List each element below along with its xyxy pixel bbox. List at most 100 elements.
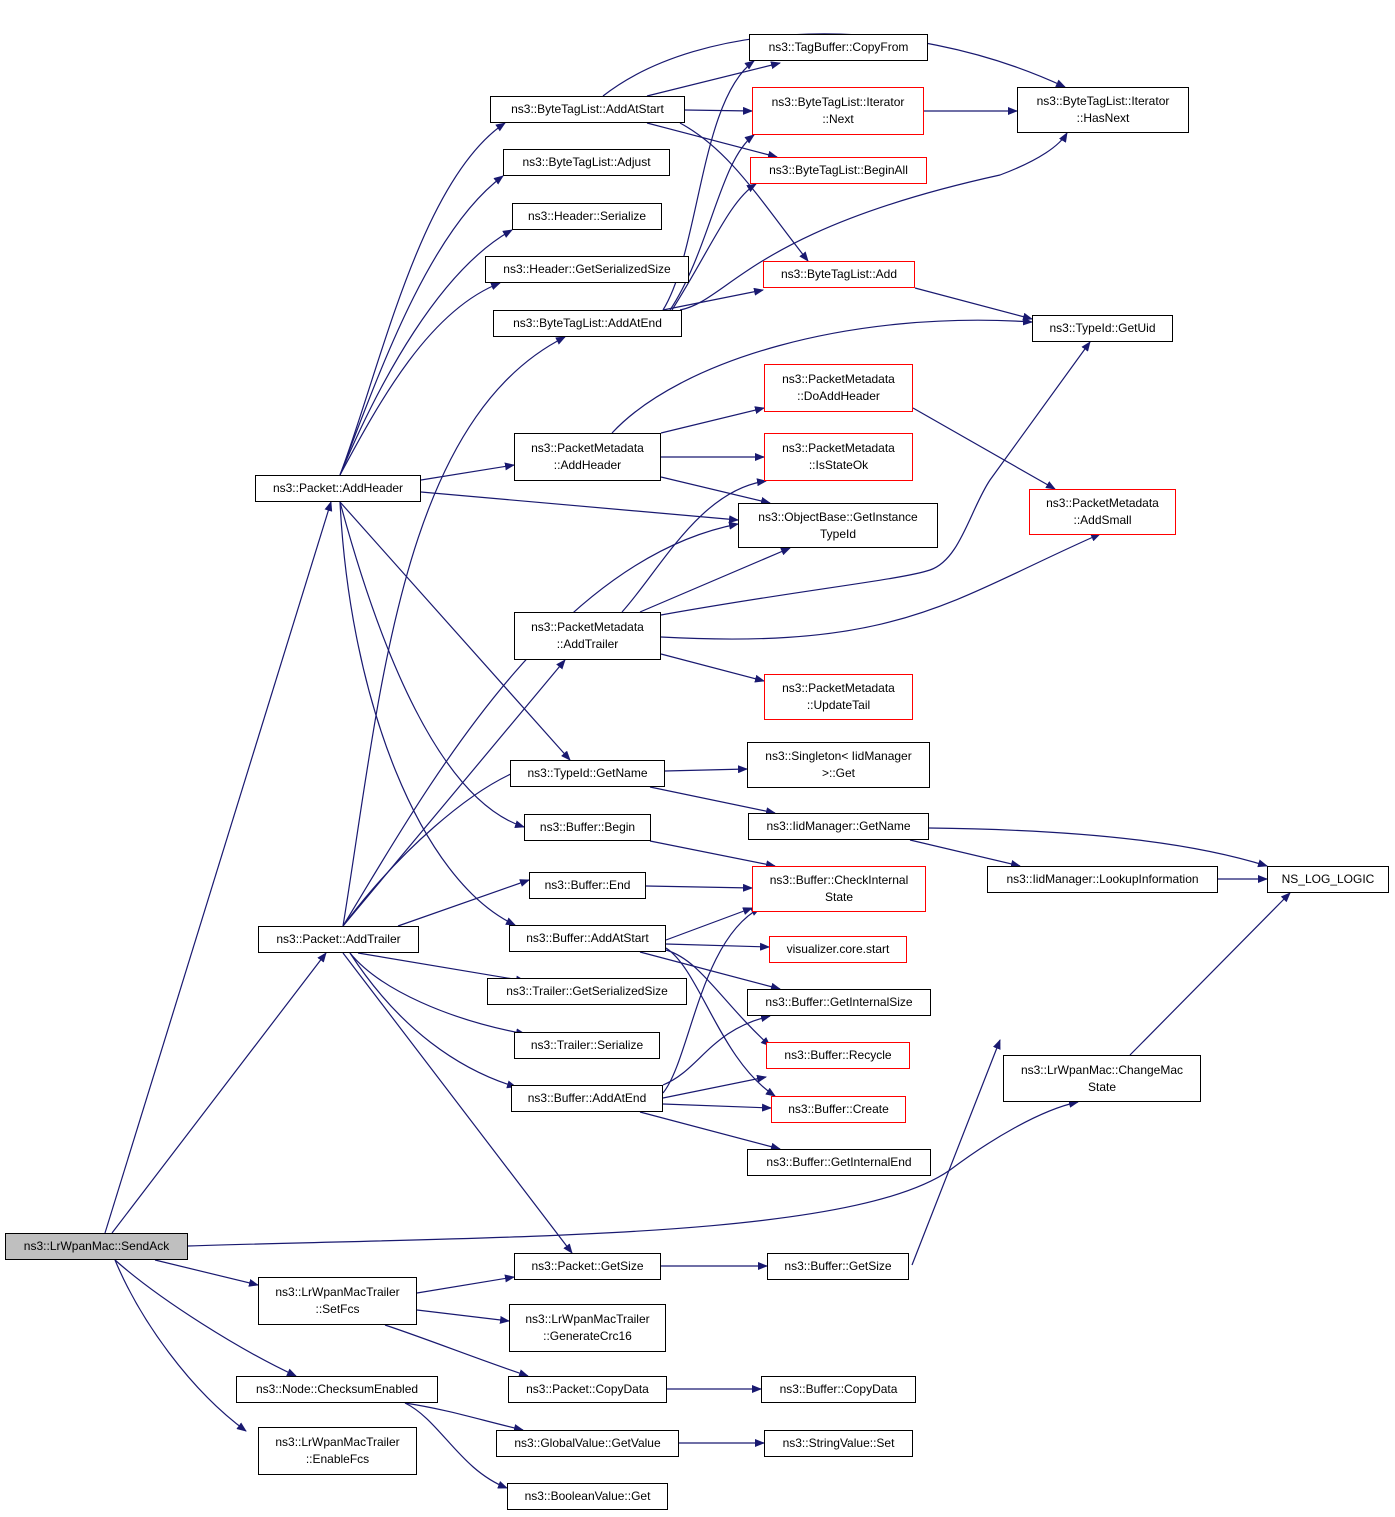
node-buffer-getinternalend[interactable]: ns3::Buffer::GetInternalEnd bbox=[747, 1149, 931, 1176]
call-edge bbox=[342, 521, 739, 927]
call-edge bbox=[114, 1259, 297, 1377]
node-buffer-begin[interactable]: ns3::Buffer::Begin bbox=[524, 814, 651, 841]
node-label-line: >::Get bbox=[821, 766, 856, 780]
node-ns-log-logic[interactable]: NS_LOG_LOGIC bbox=[1267, 866, 1389, 893]
node-label-line: ns3::ByteTagList::AddAtStart bbox=[511, 102, 664, 116]
call-edge bbox=[639, 547, 791, 613]
node-iidmanager-lookupinformation[interactable]: ns3::IidManager::LookupInformation bbox=[987, 866, 1218, 893]
call-edge bbox=[339, 282, 501, 476]
node-packetmetadata-updatetail[interactable]: ns3::PacketMetadata::UpdateTail bbox=[764, 674, 913, 720]
node-label-line: ns3::IidManager::LookupInformation bbox=[1006, 872, 1199, 886]
node-packet-getsize[interactable]: ns3::Packet::GetSize bbox=[514, 1253, 661, 1280]
node-buffer-getsize[interactable]: ns3::Buffer::GetSize bbox=[767, 1253, 909, 1280]
call-edge bbox=[357, 952, 526, 984]
node-buffer-getinternalsize[interactable]: ns3::Buffer::GetInternalSize bbox=[747, 989, 931, 1016]
node-label-line: ns3::ByteTagList::Iterator bbox=[771, 95, 905, 109]
node-label-line: ns3::LrWpanMac::SendAck bbox=[23, 1239, 170, 1253]
node-label-line: ns3::Buffer::CopyData bbox=[779, 1382, 898, 1396]
node-header-serialize[interactable]: ns3::Header::Serialize bbox=[512, 203, 662, 230]
node-bytetaglist-iterator-hasnext[interactable]: ns3::ByteTagList::Iterator::HasNext bbox=[1017, 87, 1189, 133]
node-label-line: ns3::Buffer::CheckInternal bbox=[769, 873, 909, 887]
node-buffer-copydata[interactable]: ns3::Buffer::CopyData bbox=[761, 1376, 916, 1403]
node-label-line: ns3::PacketMetadata bbox=[1046, 496, 1159, 510]
node-bytetaglist-iterator-next[interactable]: ns3::ByteTagList::Iterator::Next bbox=[752, 87, 924, 135]
node-buffer-recycle[interactable]: ns3::Buffer::Recycle bbox=[766, 1042, 910, 1069]
node-bytetaglist-add[interactable]: ns3::ByteTagList::Add bbox=[763, 261, 915, 288]
node-label-line: TypeId bbox=[819, 526, 857, 541]
node-label-line: ns3::Node::ChecksumEnabled bbox=[255, 1382, 419, 1396]
node-bytetaglist-beginall[interactable]: ns3::ByteTagList::BeginAll bbox=[750, 157, 927, 184]
node-packetmetadata-addsmall[interactable]: ns3::PacketMetadata::AddSmall bbox=[1029, 489, 1176, 535]
node-label-line: ns3::Packet::AddHeader bbox=[272, 481, 404, 495]
node-lrwpanmactrailer-enablefcs[interactable]: ns3::LrWpanMacTrailer::EnableFcs bbox=[258, 1427, 417, 1475]
call-edge bbox=[679, 122, 809, 262]
call-edge bbox=[662, 1014, 771, 1086]
node-bytetaglist-addatend[interactable]: ns3::ByteTagList::AddAtEnd bbox=[493, 310, 682, 337]
node-trailer-getserializedsize[interactable]: ns3::Trailer::GetSerializedSize bbox=[487, 978, 687, 1005]
node-bytetaglist-addatstart[interactable]: ns3::ByteTagList::AddAtStart bbox=[490, 96, 685, 123]
node-buffer-end[interactable]: ns3::Buffer::End bbox=[529, 872, 646, 899]
node-packet-copydata[interactable]: ns3::Packet::CopyData bbox=[508, 1376, 667, 1403]
node-header-getserializedsize[interactable]: ns3::Header::GetSerializedSize bbox=[485, 256, 689, 283]
node-label-line: ::AddHeader bbox=[553, 458, 622, 472]
node-label-line: ::EnableFcs bbox=[305, 1452, 370, 1466]
node-packet-addheader[interactable]: ns3::Packet::AddHeader bbox=[255, 475, 421, 502]
node-label-line: ns3::TypeId::GetName bbox=[527, 766, 648, 780]
call-edge bbox=[342, 952, 573, 1254]
node-label-line: ::AddTrailer bbox=[556, 637, 619, 651]
node-lrwpanmactrailer-generatecrc16[interactable]: ns3::LrWpanMacTrailer::GenerateCrc16 bbox=[509, 1304, 666, 1352]
node-label-line: ns3::Header::GetSerializedSize bbox=[503, 262, 671, 276]
node-label-line: NS_LOG_LOGIC bbox=[1281, 872, 1375, 886]
call-edge bbox=[104, 501, 333, 1234]
node-buffer-addatend[interactable]: ns3::Buffer::AddAtEnd bbox=[511, 1085, 663, 1112]
node-label-line: ns3::LrWpanMacTrailer bbox=[275, 1285, 400, 1299]
call-edge bbox=[342, 659, 566, 927]
node-bytetaglist-adjust[interactable]: ns3::ByteTagList::Adjust bbox=[503, 149, 670, 176]
node-packetmetadata-addtrailer[interactable]: ns3::PacketMetadata::AddTrailer bbox=[514, 612, 661, 660]
call-edge bbox=[339, 175, 504, 476]
node-trailer-serialize[interactable]: ns3::Trailer::Serialize bbox=[514, 1032, 660, 1059]
call-edge bbox=[349, 952, 526, 1037]
node-globalvalue-getvalue[interactable]: ns3::GlobalValue::GetValue bbox=[496, 1430, 679, 1457]
node-label-line: ns3::Buffer::Begin bbox=[539, 820, 636, 834]
node-visualizer-core-start[interactable]: visualizer.core.start bbox=[769, 936, 907, 963]
node-typeid-getname[interactable]: ns3::TypeId::GetName bbox=[510, 760, 665, 787]
node-label-line: ns3::Buffer::AddAtStart bbox=[526, 931, 649, 945]
node-node-checksumenabled[interactable]: ns3::Node::ChecksumEnabled bbox=[236, 1376, 438, 1403]
node-singleton-iidmanager-get[interactable]: ns3::Singleton< IidManager>::Get bbox=[747, 742, 930, 788]
node-tagbuffer-copyfrom[interactable]: ns3::TagBuffer::CopyFrom bbox=[749, 34, 928, 61]
node-stringvalue-set[interactable]: ns3::StringValue::Set bbox=[764, 1430, 913, 1457]
node-iidmanager-getname[interactable]: ns3::IidManager::GetName bbox=[748, 813, 929, 840]
node-label-line: ::GenerateCrc16 bbox=[543, 1329, 632, 1343]
node-label-line: ns3::StringValue::Set bbox=[782, 1436, 895, 1450]
call-edge bbox=[660, 533, 1101, 640]
call-edge bbox=[662, 1074, 767, 1099]
node-booleanvalue-get[interactable]: ns3::BooleanValue::Get bbox=[507, 1483, 668, 1510]
node-packetmetadata-doaddheader[interactable]: ns3::PacketMetadata::DoAddHeader bbox=[764, 364, 913, 412]
node-label-line: ns3::Buffer::GetInternalEnd bbox=[766, 1155, 912, 1169]
call-edge bbox=[660, 406, 765, 434]
node-label-line: ::IsStateOk bbox=[808, 458, 869, 472]
node-packetmetadata-addheader[interactable]: ns3::PacketMetadata::AddHeader bbox=[514, 433, 661, 481]
call-edge bbox=[662, 1103, 772, 1112]
node-lrwpanmactrailer-setfcs[interactable]: ns3::LrWpanMacTrailer::SetFcs bbox=[258, 1277, 417, 1325]
call-edge bbox=[187, 1099, 1079, 1247]
call-edge bbox=[416, 1274, 515, 1294]
node-label-line: ns3::GlobalValue::GetValue bbox=[514, 1436, 661, 1450]
node-packet-addtrailer[interactable]: ns3::Packet::AddTrailer bbox=[258, 926, 419, 953]
node-typeid-getuid[interactable]: ns3::TypeId::GetUid bbox=[1032, 315, 1173, 342]
node-packetmetadata-isstateok[interactable]: ns3::PacketMetadata::IsStateOk bbox=[764, 433, 913, 481]
node-lrwpanmac-sendack: ns3::LrWpanMac::SendAck bbox=[5, 1233, 188, 1260]
node-label-line: ns3::PacketMetadata bbox=[531, 620, 644, 634]
node-buffer-create[interactable]: ns3::Buffer::Create bbox=[771, 1096, 906, 1123]
node-label-line: ns3::ByteTagList::AddAtEnd bbox=[513, 316, 662, 330]
node-label-line: ns3::IidManager::GetName bbox=[766, 819, 911, 833]
node-buffer-addatstart[interactable]: ns3::Buffer::AddAtStart bbox=[509, 925, 666, 952]
node-label-line: ns3::LrWpanMacTrailer bbox=[275, 1435, 400, 1449]
call-edge bbox=[660, 341, 1091, 616]
node-label-line: ::SetFcs bbox=[315, 1302, 360, 1316]
